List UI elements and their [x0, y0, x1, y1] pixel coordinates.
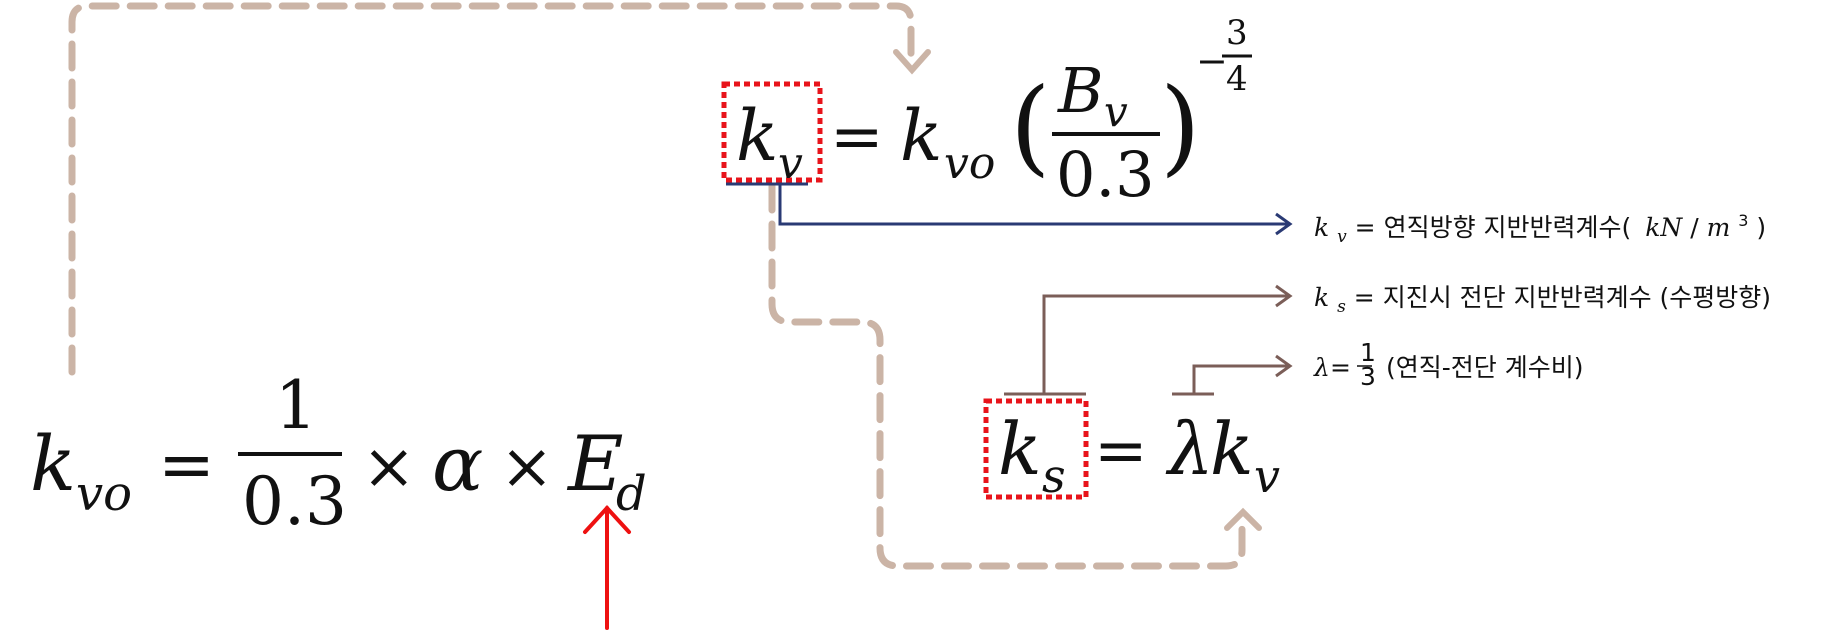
eq-kv-paren-open: (	[1010, 65, 1051, 187]
eq-ks-lhs-sub: s	[1042, 449, 1066, 503]
note-kv-unit-exp: 3	[1738, 211, 1748, 230]
note-kv-sym: k	[1314, 213, 1329, 242]
note-ks-sub: s	[1337, 297, 1346, 317]
arrowhead-down-icon	[893, 49, 931, 75]
equation-ks: k s = λ k v	[998, 407, 1280, 503]
eq-kv-lhs-sub: v	[778, 138, 803, 189]
svg-text:k s = 지진시 전단 지반반력: k s = 지진시 전단 지반반력계수 (수평방향)	[1314, 283, 1771, 318]
eq-kvo-frac-num: 1	[275, 367, 317, 444]
dashed-links	[68, 2, 1246, 570]
eq-kvo-equals: =	[158, 426, 215, 505]
red-arrow	[583, 505, 631, 630]
eq-kv-frac-den: 0.3	[1056, 138, 1155, 211]
equation-kv: k v = k vo ( B v 0.3 ) − 3 4	[736, 13, 1252, 211]
eq-kv-exp-den: 4	[1226, 59, 1248, 99]
eq-kvo-lhs-sub: vo	[76, 466, 132, 522]
note-ks-sym: k	[1314, 283, 1329, 312]
note-kv-close: )	[1756, 213, 1766, 242]
svg-text:k v = 연직방향 지반반력계수(: k v = 연직방향 지반반력계수( kN / m 3 )	[1314, 203, 1766, 248]
bracket-lambda	[1172, 364, 1288, 396]
note-kv-unit-k: kN	[1645, 213, 1683, 242]
eq-kv-equals: =	[830, 100, 884, 174]
eq-kv-exp-sign: −	[1196, 39, 1228, 83]
arrowhead-right-icon	[1275, 284, 1293, 308]
eq-ks-lambda: λ	[1165, 407, 1214, 491]
note-lambda-frac-den: 3	[1360, 362, 1376, 391]
eq-ks-rhs-sub: v	[1254, 449, 1280, 503]
eq-ks-equals: =	[1094, 414, 1148, 488]
note-kv-text: = 연직방향 지반반력계수(	[1355, 213, 1632, 242]
note-ks: k s = 지진시 전단 지반반력계수 (수평방향)	[1314, 283, 1771, 318]
eq-kv-lhs-k: k	[736, 95, 778, 177]
eq-kvo-e-sub: d	[616, 466, 647, 522]
arrowhead-right-icon	[1275, 212, 1293, 236]
eq-ks-lhs-k: k	[998, 407, 1042, 491]
dashed-link-kv-to-ks	[768, 182, 1246, 570]
note-lambda-sym: λ	[1313, 353, 1330, 382]
eq-kvo-lhs-k: k	[30, 419, 76, 508]
eq-kv-rhs-sub: vo	[944, 138, 995, 189]
eq-kvo-alpha: α	[432, 419, 483, 508]
note-kv-sub: v	[1337, 227, 1347, 247]
highlight-box-ks	[983, 398, 1089, 500]
eq-kvo-frac-den: 0.3	[242, 463, 347, 540]
eq-kvo-times-1: ×	[362, 430, 416, 504]
note-lambda-text: (연직-전단 계수비)	[1386, 353, 1583, 382]
note-ks-text: = 지진시 전단 지반반력계수 (수평방향)	[1354, 283, 1771, 312]
note-kv-unit-slash: /	[1690, 213, 1699, 242]
bracket-arrow-kv	[726, 182, 1293, 236]
note-lambda-frac-num: 1	[1360, 338, 1376, 367]
eq-kv-frac-num-sub: v	[1104, 87, 1128, 136]
equation-kvo: k vo = 1 0.3 × α × E d	[30, 367, 647, 540]
highlight-box-kv	[721, 81, 823, 183]
bracket-arrow-ks	[1004, 284, 1293, 396]
arrowhead-up-icon	[583, 505, 631, 534]
arrowhead-up-icon	[1224, 507, 1262, 531]
note-lambda: λ = 1 3 (연직-전단 계수비)	[1313, 338, 1583, 391]
note-kv: k v = 연직방향 지반반력계수( kN / m 3 )	[1314, 203, 1766, 248]
eq-ks-rhs-k: k	[1210, 407, 1254, 491]
dashed-link-kvo-to-kv	[68, 2, 915, 376]
eq-kvo-e: E	[566, 419, 623, 508]
note-lambda-eq: =	[1330, 353, 1351, 382]
arrowhead-right-icon	[1275, 354, 1293, 378]
bracket-ks	[1004, 294, 1288, 396]
bracket-arrow-lambda	[1172, 354, 1293, 396]
eq-kv-paren-close: )	[1160, 65, 1201, 187]
eq-kv-exp-num: 3	[1226, 13, 1248, 53]
bracket-kv	[726, 182, 1288, 226]
note-kv-unit-m: m	[1707, 213, 1731, 242]
eq-kvo-times-2: ×	[500, 430, 554, 504]
eq-kv-frac-num-b: B	[1057, 54, 1104, 127]
eq-kv-rhs-k: k	[900, 95, 942, 177]
